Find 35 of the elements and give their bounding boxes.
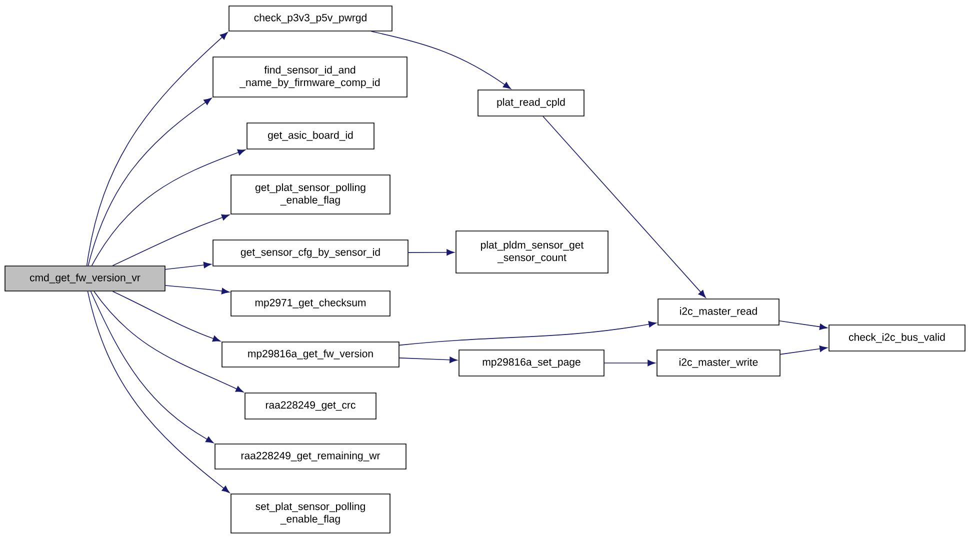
function-box: cmd_get_fw_version_vr bbox=[4, 266, 166, 292]
arrow bbox=[112, 214, 230, 266]
arrow bbox=[88, 98, 212, 266]
function-box: check_p3v3_p5v_pwrgd bbox=[228, 6, 392, 32]
arrow bbox=[408, 249, 454, 256]
function-box: check_i2c_bus_valid bbox=[828, 324, 966, 352]
function-box: raa228249_get_remaining_wr bbox=[214, 444, 406, 470]
function-box: mp2971_get_checksum bbox=[230, 290, 390, 316]
function-box: plat_pldm_sensor_get _sensor_count bbox=[456, 230, 608, 274]
function-box: mp29816a_get_fw_version bbox=[222, 342, 400, 368]
function-box: get_sensor_cfg_by_sensor_id bbox=[212, 240, 408, 266]
function-box: i2c_master_read bbox=[658, 298, 780, 326]
arrow bbox=[86, 32, 228, 266]
arrow bbox=[399, 321, 656, 346]
arrow bbox=[165, 262, 212, 270]
function-box: i2c_master_write bbox=[656, 350, 780, 376]
function-box: plat_read_cpld bbox=[478, 90, 584, 116]
arrow bbox=[604, 360, 656, 366]
arrow bbox=[399, 356, 458, 364]
function-box: raa228249_get_crc bbox=[244, 392, 376, 420]
arrow bbox=[779, 320, 828, 330]
arrow bbox=[90, 291, 214, 444]
arrow bbox=[112, 291, 220, 342]
function-box: mp29816a_set_page bbox=[458, 350, 604, 376]
arrow bbox=[542, 116, 706, 298]
function-box: find_sensor_id_and _name_by_firmware_comp_id bbox=[212, 56, 408, 98]
arrow bbox=[780, 346, 828, 355]
function-box: get_plat_sensor_polling _enable_flag bbox=[230, 174, 390, 214]
arrow bbox=[165, 285, 230, 294]
function-box: set_plat_sensor_polling _enable_flag bbox=[230, 494, 390, 534]
function-box: get_asic_board_id bbox=[246, 122, 374, 150]
arrow bbox=[91, 149, 246, 266]
arrow bbox=[87, 291, 230, 494]
arrow bbox=[370, 31, 511, 90]
arrow bbox=[94, 291, 244, 392]
